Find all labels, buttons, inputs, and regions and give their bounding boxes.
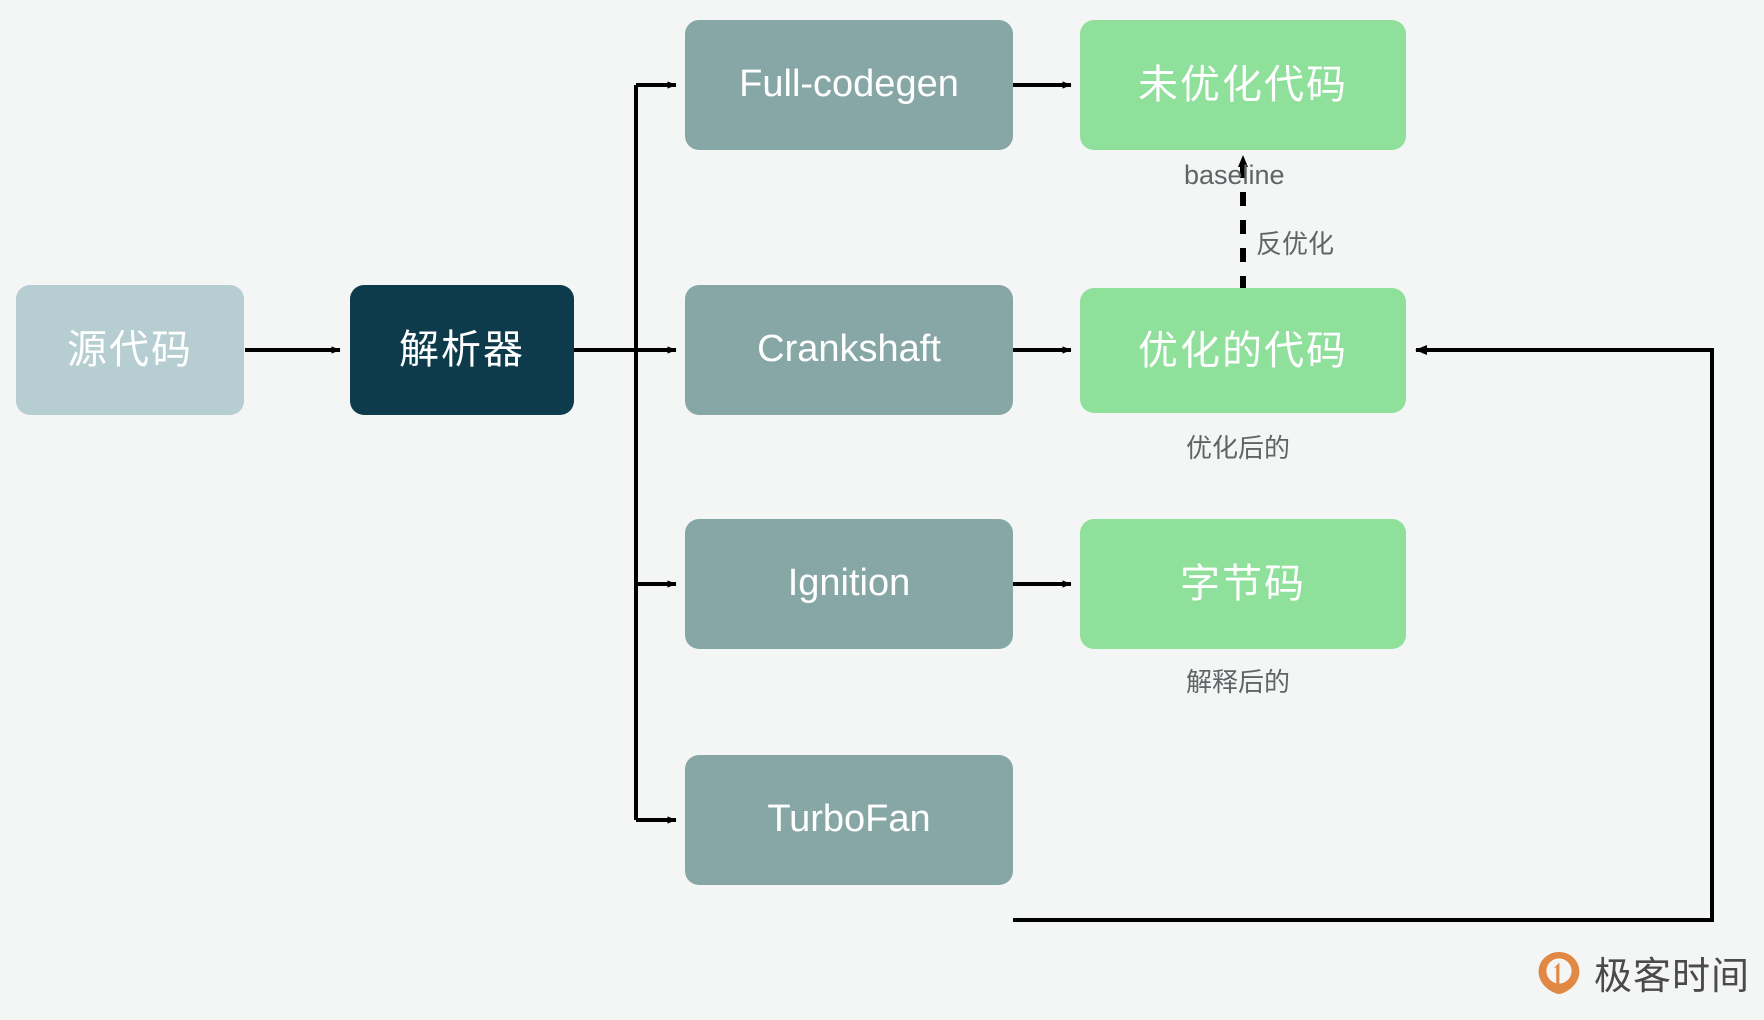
node-parser[interactable]: 解析器 (350, 285, 574, 415)
edge-label-deoptimize: 反优化 (1256, 229, 1335, 259)
node-optimized-code[interactable]: 优化的代码 (1080, 288, 1406, 413)
node-bytecode[interactable]: 字节码 (1080, 519, 1406, 649)
node-ignition-label: Ignition (787, 562, 911, 605)
node-turbofan[interactable]: TurboFan (685, 755, 1013, 885)
edge-label-baseline: baseline (1184, 160, 1285, 190)
node-source-code-label: 源代码 (67, 328, 193, 372)
node-crankshaft[interactable]: Crankshaft (685, 285, 1013, 415)
node-full-codegen[interactable]: Full-codegen (685, 20, 1013, 150)
node-ignition[interactable]: Ignition (685, 519, 1013, 649)
node-unoptimized-code-label: 未优化代码 (1138, 63, 1348, 107)
brand-name: 极客时间 (1594, 956, 1751, 998)
geektime-logo-icon (1536, 950, 1582, 996)
node-bytecode-label: 字节码 (1180, 562, 1306, 606)
node-optimized-code-label: 优化的代码 (1138, 328, 1348, 373)
node-crankshaft-label: Crankshaft (757, 328, 941, 371)
edge-label-after-interpretation: 解释后的 (1186, 667, 1291, 697)
node-full-codegen-label: Full-codegen (739, 63, 959, 106)
node-unoptimized-code[interactable]: 未优化代码 (1080, 20, 1406, 150)
edge-label-after-optimization: 优化后的 (1186, 433, 1291, 463)
node-turbofan-label: TurboFan (767, 798, 931, 841)
brand-watermark: 极客时间 (1536, 945, 1750, 1000)
node-source-code[interactable]: 源代码 (16, 285, 244, 415)
node-parser-label: 解析器 (399, 328, 525, 372)
